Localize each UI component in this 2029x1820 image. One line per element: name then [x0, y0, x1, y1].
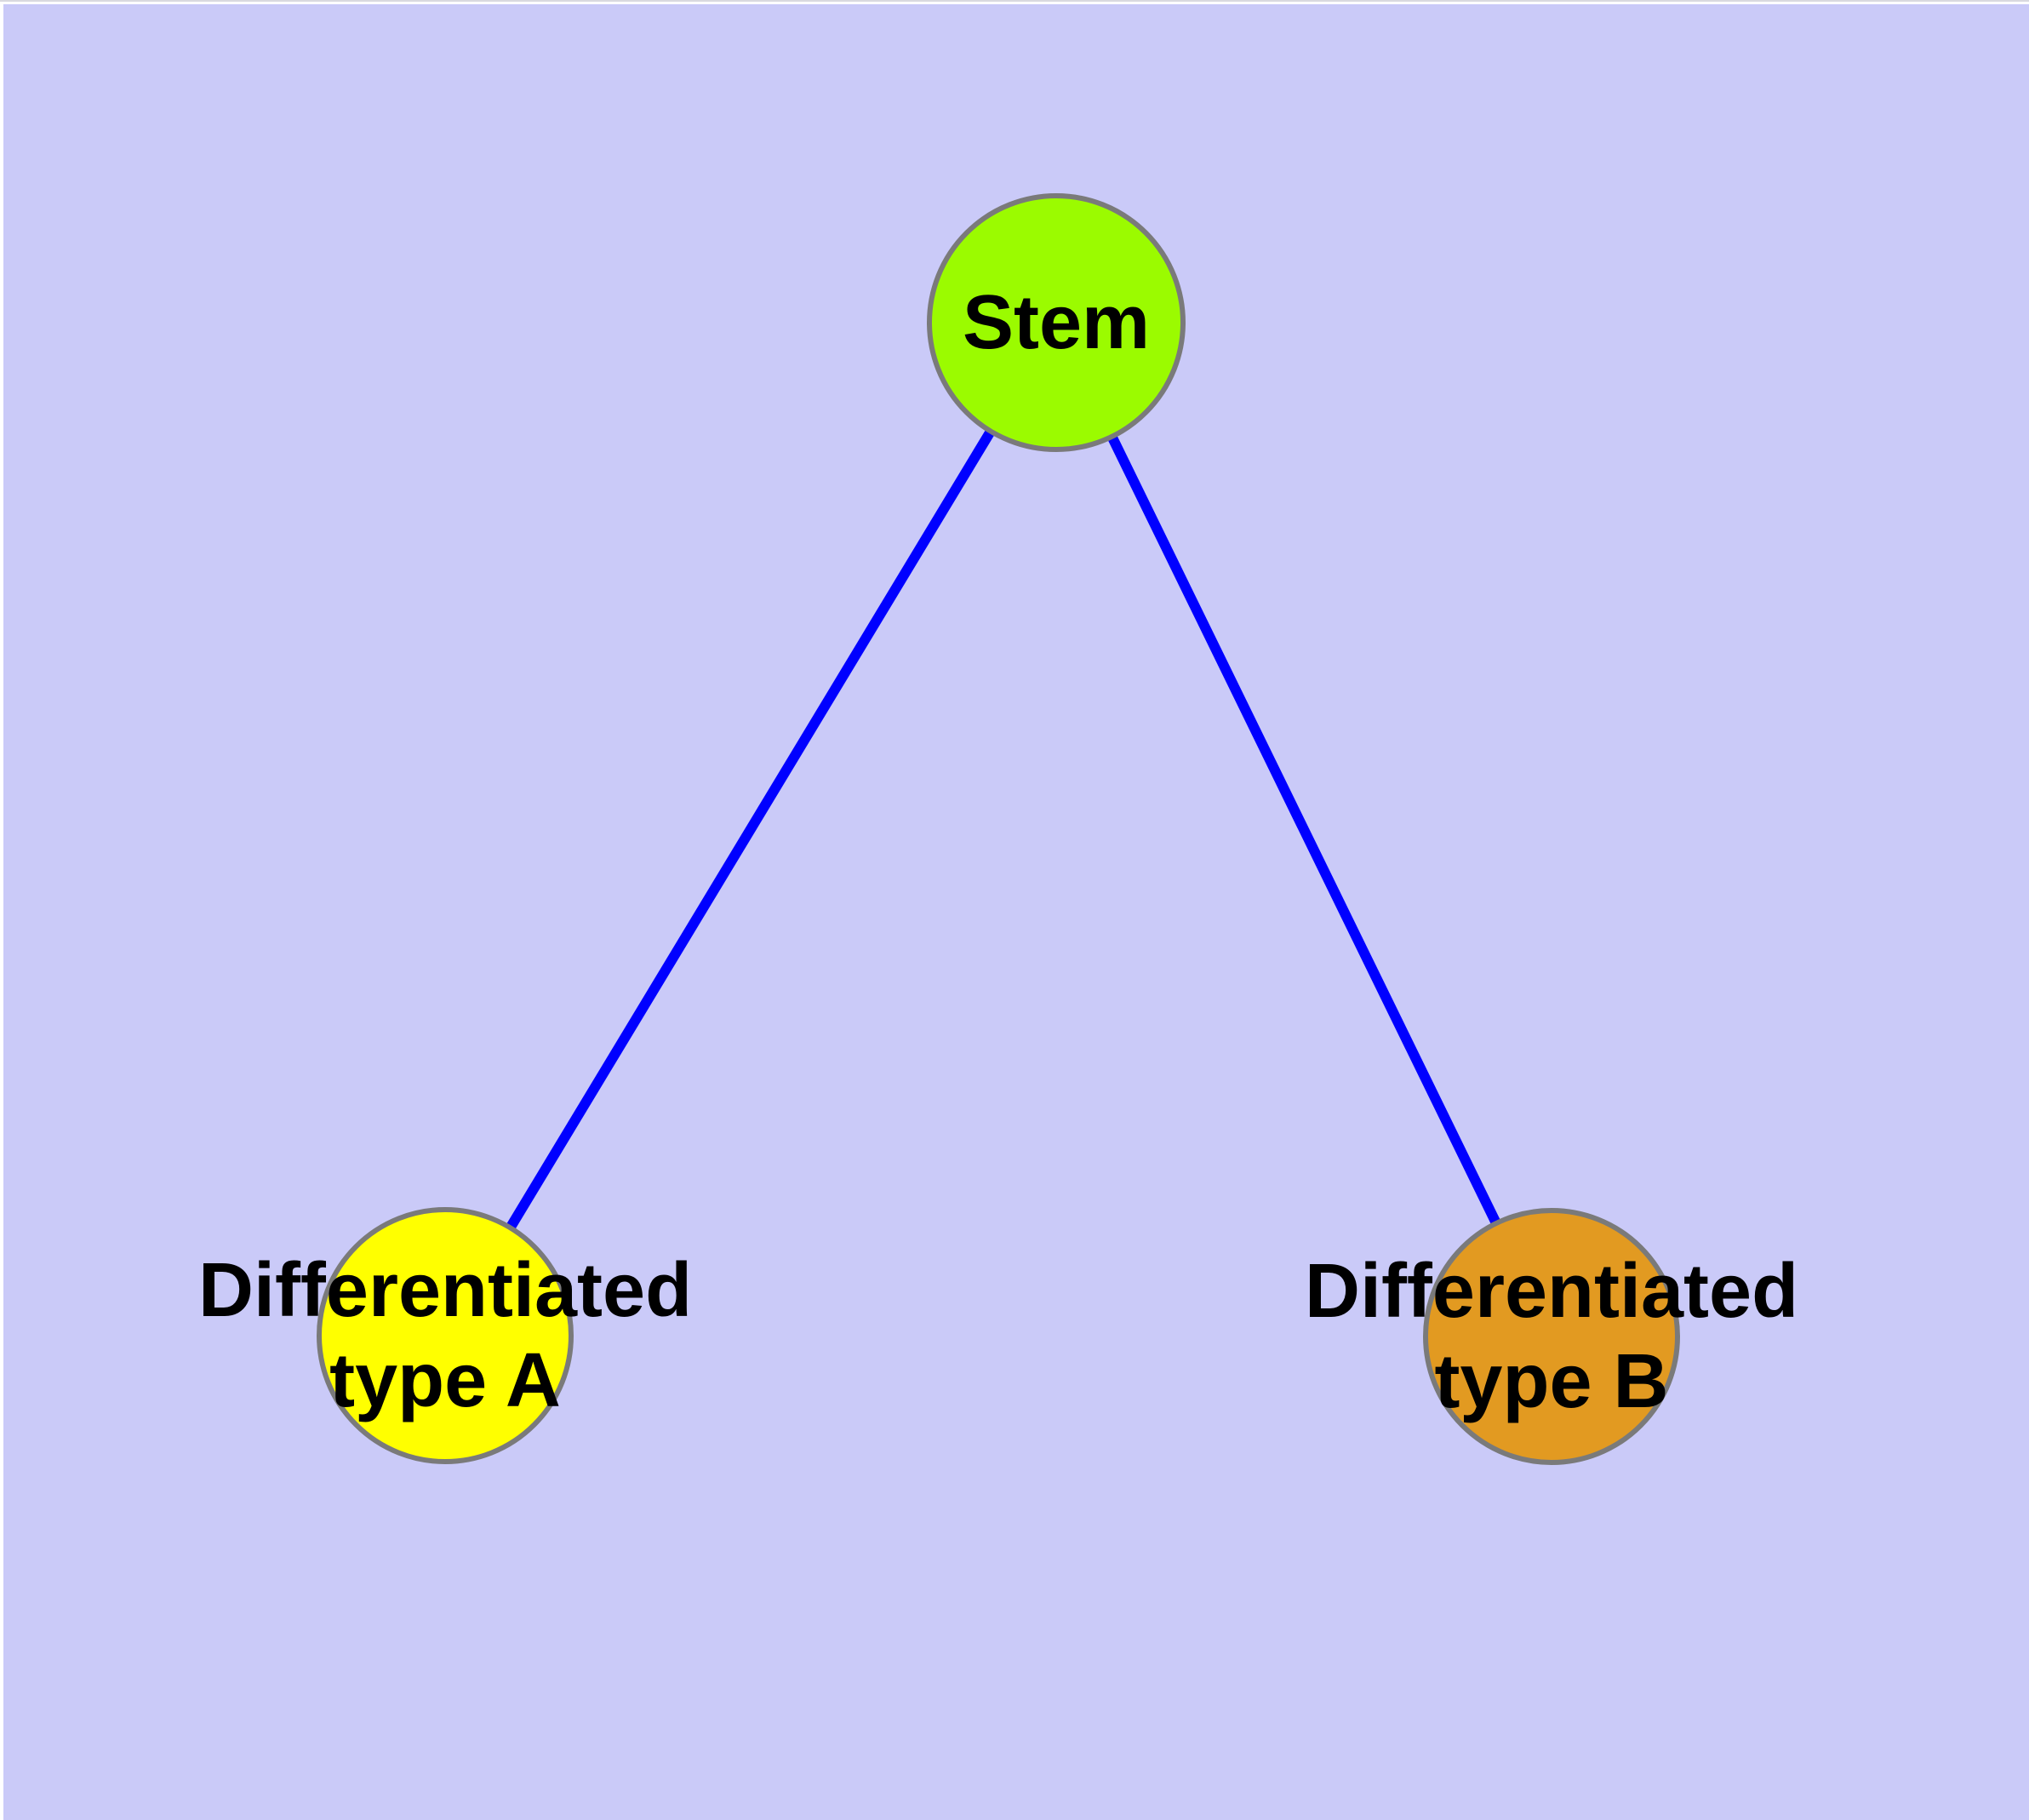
node-stem-label: Stem [963, 278, 1150, 368]
node-type-b-label-line1: Differentiated [1304, 1249, 1799, 1334]
node-stem-label-line: Stem [962, 280, 1151, 365]
top-hairline [0, 0, 2029, 2]
edges-layer [440, 319, 1557, 1339]
node-type-a-label-line1: Differentiated [197, 1248, 693, 1333]
node-type-a-label: Differentiated type A [198, 1245, 692, 1426]
node-type-b-label: Differentiated type B [1305, 1246, 1798, 1427]
node-type-b-label-line2: type B [1434, 1339, 1669, 1424]
edge-stem-to-type-a [440, 319, 1061, 1339]
node-type-a-label-line2: type A [329, 1338, 561, 1423]
node-type-a-circle [317, 1207, 574, 1464]
node-type-b-circle [1423, 1208, 1680, 1465]
diagram-canvas: Stem Differentiated type A Differentiate… [3, 4, 2029, 1820]
edge-stem-to-type-b [1051, 320, 1557, 1339]
node-stem-circle [927, 193, 1186, 452]
